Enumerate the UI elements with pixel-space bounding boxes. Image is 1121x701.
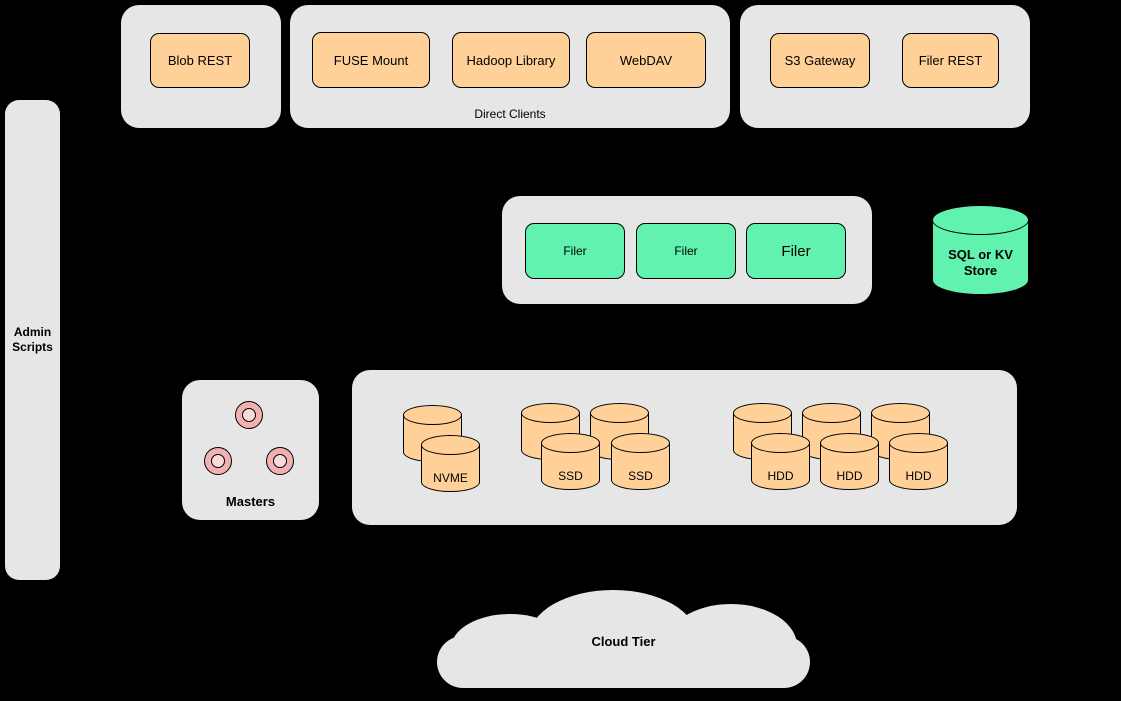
- node-label: Blob REST: [167, 53, 233, 68]
- cloud-tier-label: Cloud Tier: [591, 634, 656, 649]
- hdd-cylinder: HDD: [820, 433, 879, 490]
- hdd-cylinder: HDD: [751, 433, 810, 490]
- cylinder-top: [590, 403, 649, 423]
- master-circle: [235, 401, 263, 429]
- node-label: Filer: [563, 244, 587, 258]
- direct-clients-caption: Direct Clients: [474, 107, 546, 121]
- webdav-node: WebDAV: [586, 32, 706, 88]
- filer-node: Filer: [636, 223, 736, 279]
- ssd-cylinder: SSD: [541, 433, 600, 490]
- direct-clients-panel: FUSE Mount Hadoop Library WebDAV Direct …: [290, 5, 730, 128]
- blob-rest-panel: Blob REST: [121, 5, 281, 128]
- node-label: Filer REST: [918, 53, 983, 68]
- filer-rest-node: Filer REST: [902, 33, 999, 88]
- node-label: WebDAV: [619, 52, 673, 68]
- filer-node: Filer: [746, 223, 846, 279]
- cylinder-top: [403, 405, 462, 425]
- s3-gateway-node: S3 Gateway: [770, 33, 870, 88]
- cylinder-top: [751, 433, 810, 453]
- cylinder-top: [611, 433, 670, 453]
- cylinder-label: NVME: [433, 471, 468, 485]
- cylinder-top: [871, 403, 930, 423]
- masters-panel: Masters: [182, 380, 319, 520]
- cylinder-top: [521, 403, 580, 423]
- cylinder-label: HDD: [767, 469, 794, 483]
- cylinder-label: HDD: [905, 469, 932, 483]
- hdd-cylinder: HDD: [889, 433, 948, 490]
- master-circle: [204, 447, 232, 475]
- sql-kv-store-cylinder: SQL or KV Store: [932, 205, 1029, 295]
- admin-scripts-panel: Admin Scripts: [5, 100, 60, 580]
- fuse-mount-node: FUSE Mount: [312, 32, 430, 88]
- cylinder-label: HDD: [836, 469, 863, 483]
- volume-servers-panel: NVME SSD SSD: [352, 370, 1017, 525]
- cylinder-top: [541, 433, 600, 453]
- filer-panel: Filer Filer Filer: [502, 196, 872, 304]
- master-circle: [266, 447, 294, 475]
- node-label: Hadoop Library: [466, 52, 556, 68]
- cylinder-top: [889, 433, 948, 453]
- cylinder-top: [733, 403, 792, 423]
- cylinder-label: SSD: [628, 469, 653, 483]
- node-label: S3 Gateway: [784, 53, 856, 68]
- cylinder-body: [611, 443, 670, 490]
- cylinder-top: [802, 403, 861, 423]
- cloud-tier: Cloud Tier: [437, 590, 810, 693]
- cloud-base: [437, 636, 810, 688]
- master-circle-inner: [242, 408, 256, 422]
- cylinder-top: [421, 435, 480, 455]
- cylinder-label: SQL or KV Store: [948, 246, 1013, 278]
- master-circle-inner: [211, 454, 225, 468]
- ssd-cylinder: SSD: [611, 433, 670, 490]
- masters-label: Masters: [225, 494, 276, 509]
- cylinder-top: [820, 433, 879, 453]
- node-label: Filer: [674, 244, 698, 258]
- cylinder-label: SSD: [558, 469, 583, 483]
- blob-rest-node: Blob REST: [150, 33, 250, 88]
- cylinder-top: [932, 205, 1029, 235]
- hadoop-library-node: Hadoop Library: [452, 32, 570, 88]
- node-label: FUSE Mount: [333, 52, 409, 68]
- nvme-cylinder: NVME: [421, 435, 480, 492]
- filer-node: Filer: [525, 223, 625, 279]
- gateway-panel: S3 Gateway Filer REST: [740, 5, 1030, 128]
- master-circle-inner: [273, 454, 287, 468]
- node-label: Filer: [781, 242, 811, 260]
